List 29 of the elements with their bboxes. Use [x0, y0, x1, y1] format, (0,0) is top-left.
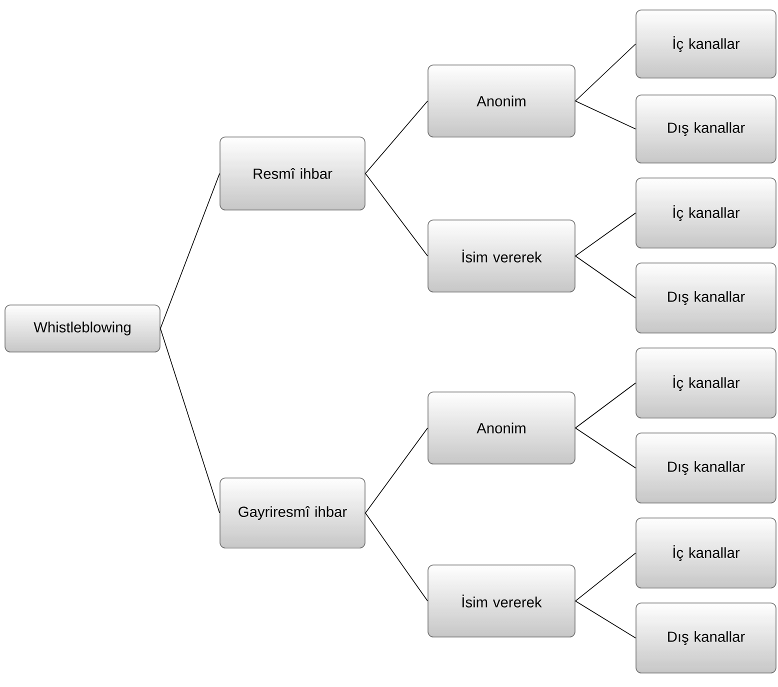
connector-line — [160, 173, 220, 329]
tree-box: Anonim — [428, 64, 576, 138]
connector-line — [365, 512, 428, 602]
tree-box: Gayriresmî ihbar — [220, 478, 366, 548]
connector-line — [160, 328, 220, 514]
tree-box: Dış kanallar — [636, 602, 776, 674]
connector-line — [365, 100, 428, 174]
tree-box: İç kanallar — [636, 348, 776, 418]
tree-box: İsim vererek — [428, 220, 576, 292]
connector-line — [575, 382, 636, 428]
tree-box: Resmî ihbar — [220, 136, 366, 210]
tree-box: İç kanallar — [636, 518, 776, 588]
tree-box: Dış kanallar — [636, 262, 776, 334]
connector-line — [575, 100, 636, 130]
tree-box: Whistleblowing — [4, 304, 160, 352]
tree-box: Anonim — [428, 392, 576, 464]
tree-box: İsim vererek — [428, 564, 576, 638]
connector-line — [365, 173, 428, 256]
connector-line — [575, 600, 636, 638]
tree-box: Dış kanallar — [636, 94, 776, 164]
tree-box: Dış kanallar — [636, 432, 776, 504]
connector-line — [575, 212, 636, 256]
tree-box: İç kanallar — [636, 10, 776, 78]
connector-line — [365, 428, 428, 514]
connector-line — [575, 552, 636, 602]
connector-line — [575, 428, 636, 468]
tree-box: İç kanallar — [636, 178, 776, 248]
connector-line — [575, 256, 636, 298]
connector-line — [575, 44, 636, 102]
